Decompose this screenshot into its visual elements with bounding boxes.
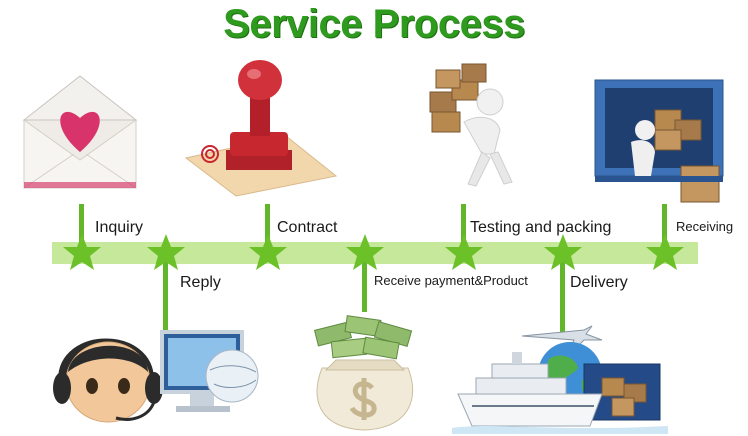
step-label-reply: Reply	[180, 274, 221, 291]
delivery-truck-icon	[594, 79, 724, 203]
support-agent-computer-icon	[53, 330, 259, 423]
star-icon	[63, 234, 101, 270]
ship-plane-truck-icon	[452, 325, 668, 434]
star-icon	[544, 234, 582, 270]
step-label-contract: Contract	[277, 219, 338, 236]
stem-delivery	[560, 252, 565, 332]
step-label-inquiry: Inquiry	[95, 219, 144, 236]
stem-reply	[163, 252, 168, 330]
star-icon	[646, 234, 684, 270]
stem-inquiry	[79, 204, 84, 252]
stem-payment	[362, 252, 367, 312]
envelope-heart-icon	[22, 75, 138, 189]
stem-testing	[461, 204, 466, 252]
step-label-payment: Receive payment&Product	[374, 273, 528, 288]
star-icon	[249, 234, 287, 270]
star-icon	[445, 234, 483, 270]
star-icon	[346, 234, 384, 270]
rubber-stamp-icon	[184, 60, 338, 197]
stem-contract	[265, 204, 270, 252]
star-icon	[147, 234, 185, 270]
money-bag-icon	[313, 315, 414, 431]
step-label-receiving: Receiving	[676, 219, 734, 234]
step-label-testing: Testing and packing	[470, 219, 612, 236]
page-title: Service Process	[223, 2, 525, 46]
step-label-delivery: Delivery	[570, 274, 628, 291]
stem-receiving	[662, 204, 667, 252]
man-carrying-boxes-icon	[429, 63, 513, 187]
